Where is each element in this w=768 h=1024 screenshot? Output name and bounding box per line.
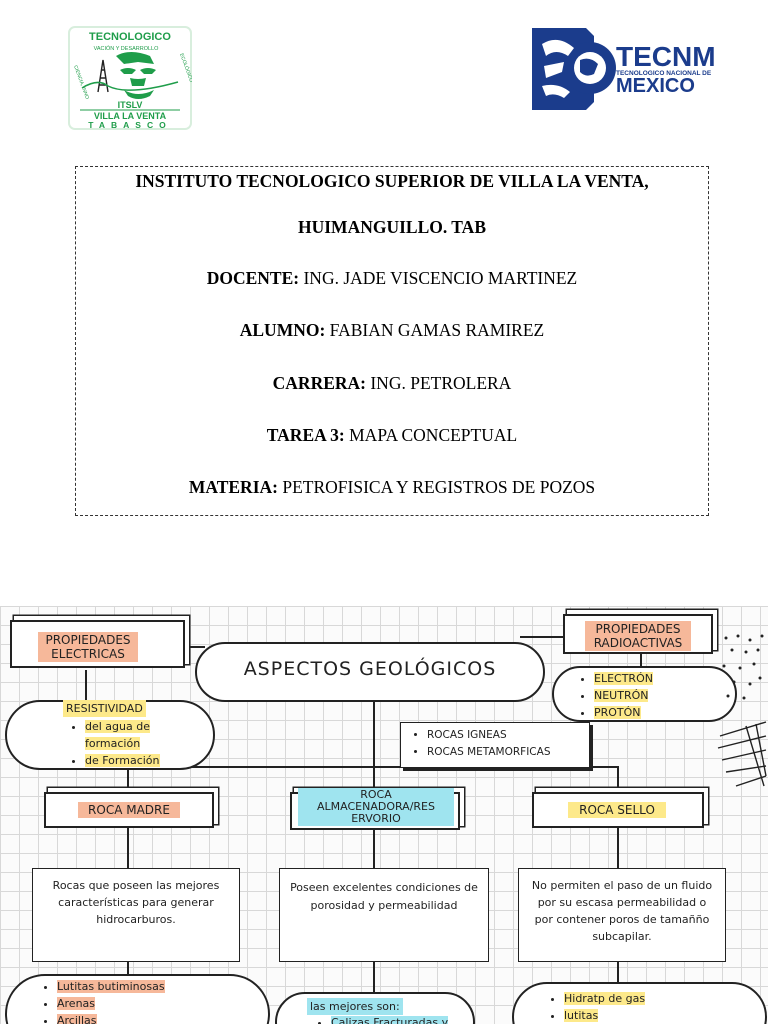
almac-intro: las mejores son: xyxy=(307,998,403,1015)
roca-almacenadora-list-pill: las mejores son: Calizas Fracturadas y xyxy=(275,992,475,1024)
rocas-metamorficas-item: ROCAS METAMORFICAS xyxy=(427,746,551,758)
alumno-line: ALUMNO: FABIAN GAMAS RAMIREZ xyxy=(239,320,545,340)
materia-line: MATERIA: PETROFISICA Y REGISTROS DE POZO… xyxy=(188,477,596,497)
calizas-item: Calizas Fracturadas y xyxy=(331,1016,449,1024)
lutitas-sello-item: lutitas xyxy=(564,1009,599,1022)
roca-madre-label: ROCA MADRE xyxy=(78,802,180,818)
cover-info-box: INSTITUTO TECNOLOGICO SUPERIOR DE VILLA … xyxy=(75,166,709,516)
roca-madre-list-pill: Lutitas butiminosas Arenas Arcillas xyxy=(5,974,270,1024)
resistividad-pill: RESISTIVIDAD del agua de formación de Fo… xyxy=(5,700,215,770)
roca-sello-list-pill: Hidratp de gas lutitas xyxy=(512,982,767,1024)
roca-sello-label: ROCA SELLO xyxy=(568,802,666,818)
institution-line-2: HUIMANGUILLO. TAB xyxy=(298,217,486,237)
neutron-item: NEUTRÓN xyxy=(594,689,649,702)
tecnm-name: TECNM xyxy=(616,41,716,72)
roca-madre-desc-box: Rocas que poseen las mejores característ… xyxy=(32,868,240,962)
doodle-decoration xyxy=(717,634,767,787)
resistividad-label: RESISTIVIDAD xyxy=(63,700,146,717)
radioactivas-pill: ELECTRÓN NEUTRÓN PROTÓN xyxy=(552,666,737,722)
oil-derrick-icon xyxy=(97,59,109,93)
itslv-top-text: TECNOLOGICO xyxy=(89,31,171,43)
electron-item: ELECTRÓN xyxy=(594,672,653,685)
tecnm-subtitle: TECNOLOGICO NACIONAL DE xyxy=(616,70,712,77)
hidrato-gas-item: Hidratp de gas xyxy=(564,992,646,1005)
carrera-line: CARRERA: ING. PETROLERA xyxy=(272,373,512,393)
agua-formacion-item: del agua de formación xyxy=(85,720,150,750)
itslv-logo: TECNOLOGICO VACIÓN Y DESARROLLO CIENCIA,… xyxy=(68,26,195,130)
docente-line: DOCENTE: ING. JADE VISCENCIO MARTINEZ xyxy=(206,268,578,288)
roca-madre-desc: Rocas que poseen las mejores característ… xyxy=(52,879,220,926)
map-title-pill: ASPECTOS GEOLÓGICOS xyxy=(195,642,545,702)
arenas-item: Arenas xyxy=(57,997,96,1010)
tecnm-logo: TECNM TECNOLOGICO NACIONAL DE MEXICO xyxy=(528,22,724,114)
roca-sello-desc: No permiten el paso de un fluido por su … xyxy=(531,879,713,943)
arcillas-item: Arcillas xyxy=(57,1014,97,1024)
lutitas-item: Lutitas butiminosas xyxy=(57,980,165,993)
proton-item: PROTÓN xyxy=(594,706,641,719)
itslv-abbr: ITSLV xyxy=(118,100,143,110)
roca-almacenadora-desc: Poseen excelentes condiciones de porosid… xyxy=(290,881,478,912)
itslv-arc-text: VACIÓN Y DESARROLLO xyxy=(94,45,160,52)
roca-sello-box: ROCA SELLO xyxy=(532,792,704,828)
roca-sello-desc-box: No permiten el paso de un fluido por su … xyxy=(518,868,726,962)
rocas-igneas-box: ROCAS IGNEAS ROCAS METAMORFICAS xyxy=(400,722,590,768)
rocas-igneas-item: ROCAS IGNEAS xyxy=(427,729,507,741)
roca-madre-box: ROCA MADRE xyxy=(44,792,214,828)
itslv-state: TABASCO xyxy=(88,120,171,130)
itslv-city: VILLA LA VENTA xyxy=(94,111,167,121)
institution-line: INSTITUTO TECNOLOGICO SUPERIOR DE VILLA … xyxy=(135,171,649,191)
de-formacion-item: de Formación xyxy=(85,754,160,767)
tarea-line: TAREA 3: MAPA CONCEPTUAL xyxy=(266,425,518,445)
olmec-head-icon xyxy=(116,52,156,99)
roca-almacenadora-desc-box: Poseen excelentes condiciones de porosid… xyxy=(279,868,489,962)
tecnm-country: MEXICO xyxy=(616,75,695,97)
map-title: ASPECTOS GEOLÓGICOS xyxy=(243,658,497,680)
